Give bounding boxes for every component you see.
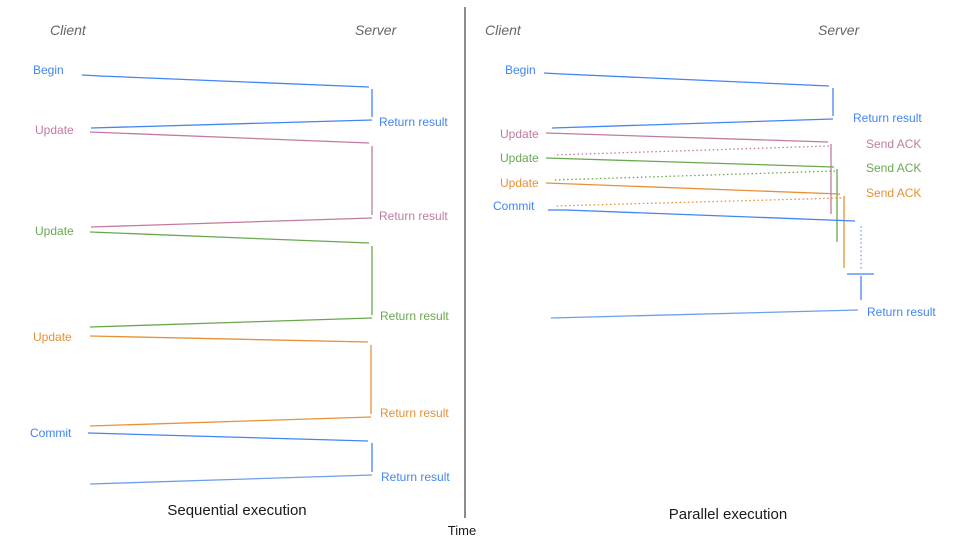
seq-update2-return-arrow — [89, 317, 373, 328]
par-update1-label: Update — [500, 127, 539, 141]
seq-commit-response-label: Return result — [381, 470, 450, 484]
left-server-header: Server — [355, 22, 397, 38]
par-begin-response-label: Return result — [853, 111, 922, 125]
seq-update2-label: Update — [35, 224, 74, 238]
par-update1-ack-dotted-arrow — [553, 145, 830, 156]
par-update1-request-arrow — [545, 132, 829, 143]
seq-begin-label: Begin — [33, 63, 64, 77]
par-update1-response-label: Send ACK — [866, 137, 922, 151]
left-panel-title: Sequential execution — [167, 502, 307, 519]
seq-update2-request-arrow — [89, 231, 370, 244]
right-server-header: Server — [818, 22, 860, 38]
seq-update1-request-arrow — [89, 131, 370, 144]
par-begin-return-arrow — [551, 118, 834, 129]
seq-begin-response-label: Return result — [379, 115, 448, 129]
par-update2-label: Update — [500, 151, 539, 165]
seq-update3-return-arrow — [89, 416, 372, 427]
seq-update3-request-arrow — [89, 335, 369, 343]
par-commit-response-label: Return result — [867, 305, 936, 319]
par-begin-request-arrow — [543, 72, 830, 87]
par-begin-label: Begin — [505, 63, 536, 77]
seq-update1-return-arrow — [90, 217, 373, 228]
par-update3-ack-dotted-arrow — [553, 197, 842, 207]
seq-begin-request-arrow — [81, 74, 370, 88]
seq-update1-label: Update — [35, 123, 74, 137]
par-update2-ack-dotted-arrow — [553, 170, 836, 181]
par-update3-label: Update — [500, 176, 539, 190]
par-commit-label: Commit — [493, 199, 535, 213]
seq-update3-label: Update — [33, 330, 72, 344]
seq-commit-return-arrow — [89, 474, 373, 485]
par-commit-request-arrow — [548, 209, 856, 222]
seq-update2-response-label: Return result — [380, 309, 449, 323]
time-axis-label: Time — [447, 523, 477, 538]
par-update3-response-label: Send ACK — [866, 186, 922, 200]
seq-commit-request-arrow — [87, 432, 369, 442]
right-client-header: Client — [485, 22, 521, 38]
par-update3-request-arrow — [545, 182, 841, 195]
par-update2-request-arrow — [545, 157, 835, 168]
seq-commit-label: Commit — [30, 426, 72, 440]
seq-update3-response-label: Return result — [380, 406, 449, 420]
par-final-return-arrow — [550, 309, 859, 319]
right-panel-title: Parallel execution — [668, 506, 788, 523]
par-update2-response-label: Send ACK — [866, 161, 922, 175]
left-client-header: Client — [50, 22, 86, 38]
seq-update1-response-label: Return result — [379, 209, 448, 223]
seq-begin-return-arrow — [90, 119, 373, 129]
